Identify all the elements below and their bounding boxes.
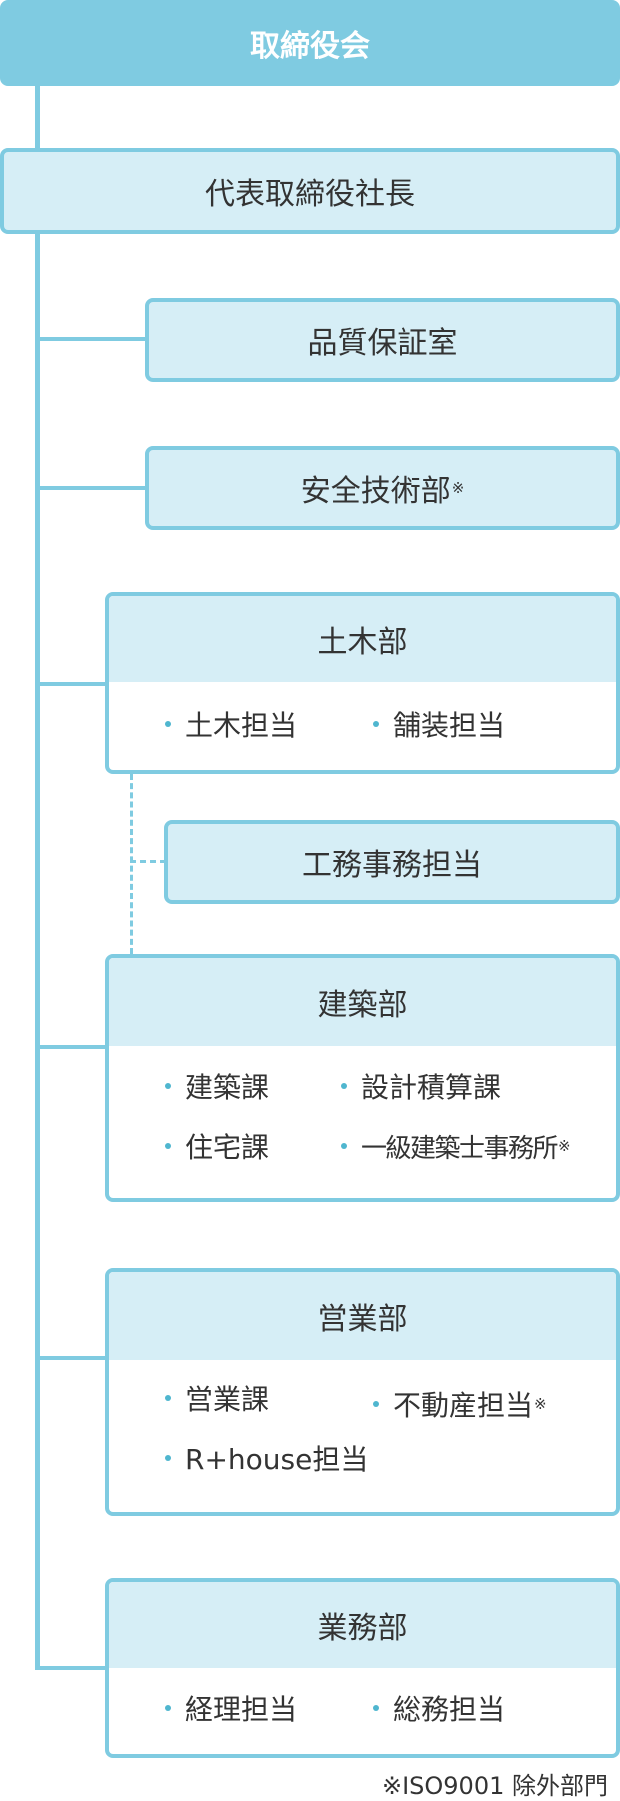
branch-quality — [35, 337, 147, 341]
construction-dept: 建築部 建築課 設計積算課 住宅課 一級建築士事務所※ — [105, 954, 620, 1202]
sales-label: 営業部 — [317, 1302, 408, 1337]
president-label: 代表取締役社長 — [205, 177, 415, 212]
civil-item: 土木担当 — [165, 704, 297, 744]
sales-item: 営業課 — [165, 1378, 269, 1418]
branch-sales — [35, 1356, 107, 1360]
bullet-dot — [165, 1705, 171, 1711]
admin-item: 総務担当 — [373, 1688, 505, 1728]
branch-safety — [35, 486, 147, 490]
construction-item: 一級建築士事務所※ — [341, 1126, 571, 1166]
bullet-dot — [165, 1083, 171, 1089]
trunk-line — [35, 80, 40, 1670]
civil-header: 土木部 — [109, 596, 616, 682]
president-box: 代表取締役社長 — [0, 148, 620, 234]
quality-box: 品質保証室 — [145, 298, 620, 382]
civil-item: 舗装担当 — [373, 704, 505, 744]
board-box: 取締役会 — [0, 0, 620, 86]
bullet-dot — [165, 1395, 171, 1401]
bullet-dot — [373, 1705, 379, 1711]
branch-civil — [35, 682, 107, 686]
branch-admin — [35, 1666, 107, 1670]
sales-dept: 営業部 営業課 不動産担当※ R+house担当 — [105, 1268, 620, 1516]
sales-item: R+house担当 — [165, 1438, 368, 1478]
quality-label: 品質保証室 — [307, 326, 458, 361]
bullet-dot — [165, 1455, 171, 1461]
construction-item: 建築課 — [165, 1066, 269, 1106]
admin-item: 経理担当 — [165, 1688, 297, 1728]
construction-item: 住宅課 — [165, 1126, 269, 1166]
footnote: ※ISO9001 除外部門 — [381, 1772, 608, 1800]
civil-dept: 土木部 土木担当 舗装担当 — [105, 592, 620, 774]
board-label: 取締役会 — [250, 29, 370, 64]
bullet-dot — [341, 1143, 347, 1149]
construction-label: 建築部 — [317, 988, 408, 1023]
dashed-connector-works — [130, 860, 166, 863]
bullet-dot — [165, 721, 171, 727]
bullet-dot — [373, 721, 379, 727]
dashed-connector-vertical — [130, 774, 133, 954]
branch-construction — [35, 1045, 107, 1049]
admin-header: 業務部 — [109, 1582, 616, 1668]
bullet-dot — [165, 1143, 171, 1149]
construction-item: 設計積算課 — [341, 1066, 501, 1106]
admin-dept: 業務部 経理担当 総務担当 — [105, 1578, 620, 1758]
works-label: 工務事務担当 — [302, 848, 482, 883]
civil-label: 土木部 — [317, 625, 408, 660]
safety-label: 安全技術部 — [300, 474, 451, 509]
bullet-dot — [373, 1401, 379, 1407]
works-box: 工務事務担当 — [164, 820, 620, 904]
sales-item: 不動産担当※ — [373, 1384, 547, 1424]
safety-box: 安全技術部※ — [145, 446, 620, 530]
construction-header: 建築部 — [109, 958, 616, 1046]
sales-header: 営業部 — [109, 1272, 616, 1360]
admin-label: 業務部 — [317, 1611, 408, 1646]
bullet-dot — [341, 1083, 347, 1089]
